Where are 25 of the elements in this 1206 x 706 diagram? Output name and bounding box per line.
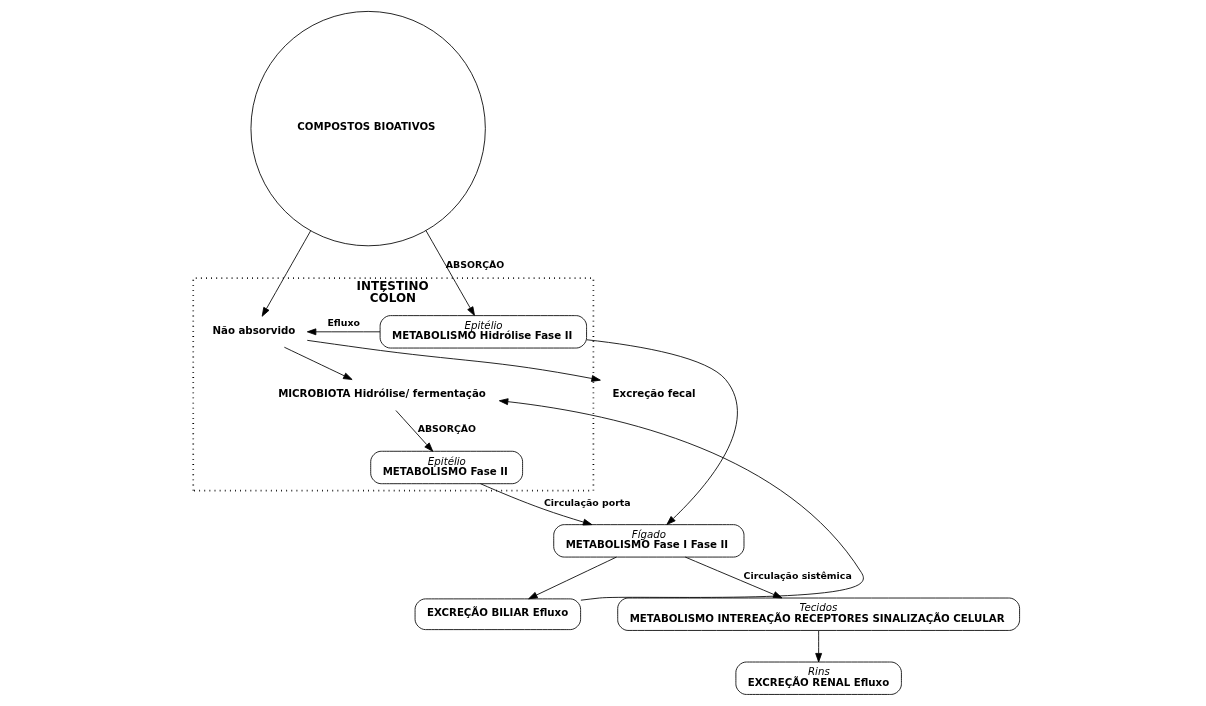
edge-label: Circulação porta	[543, 496, 631, 508]
node-box: EXCREÇÃO BILIAR Efluxo	[414, 598, 582, 631]
node-box: Tecidos METABOLISMO INTEREAÇÃO RECEPTORES SINALIZAÇÃO CELULAR	[617, 597, 1020, 631]
node-box: Rins EXCREÇÃO RENAL Efluxo	[735, 661, 902, 695]
edge-label: Circulação sistêmica	[743, 570, 852, 582]
node-box: Epitélio METABOLISMO Fase II	[370, 450, 523, 485]
arrow	[395, 410, 434, 452]
arrow	[528, 556, 617, 600]
arrow	[480, 483, 593, 526]
arrow	[815, 630, 823, 663]
node-text: MICROBIOTA Hidrólise/ fermentação	[278, 387, 486, 399]
arrow	[261, 230, 312, 317]
arrow	[425, 230, 475, 316]
edge-label: ABSORÇÃO	[445, 258, 505, 270]
arrow	[306, 339, 601, 382]
arrow	[306, 328, 381, 336]
node-box: Epitélio METABOLISMO Hidrólise Fase II	[379, 315, 587, 349]
arrow	[283, 346, 353, 380]
node-text: Não absorvido	[212, 324, 296, 336]
node-box: Fígado METABOLISMO Fase I Fase II	[553, 524, 745, 558]
arrow	[586, 339, 738, 525]
node-text: Excreção fecal	[612, 387, 696, 399]
edge-label: ABSORÇÃO	[417, 423, 477, 435]
node-circle: COMPOSTOS BIOATIVOS	[250, 10, 486, 247]
edge-label: Efluxo	[327, 316, 360, 328]
